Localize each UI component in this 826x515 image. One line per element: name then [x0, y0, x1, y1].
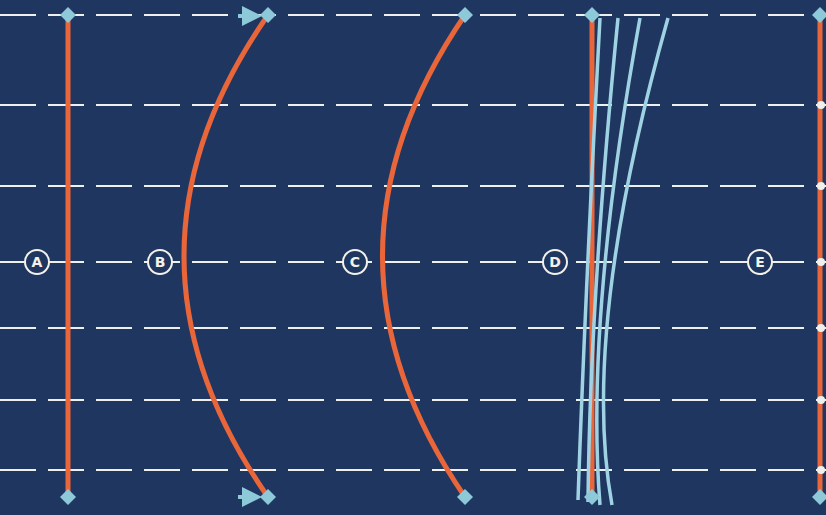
callout-letter: C — [350, 255, 360, 269]
grid-dot — [817, 396, 825, 404]
rod-end — [260, 7, 276, 23]
grid-line — [0, 327, 826, 329]
callout-circle: D — [542, 249, 568, 275]
grid-line — [0, 469, 826, 471]
bent-rod — [383, 15, 466, 497]
grid-line — [0, 14, 826, 16]
rod — [818, 15, 823, 497]
rod-end — [584, 489, 600, 505]
rod-end — [812, 7, 826, 23]
callout-letter: D — [549, 255, 561, 269]
grid-dot — [817, 324, 825, 332]
rod-end — [457, 7, 473, 23]
callout-circle: B — [147, 249, 173, 275]
callout-letter: E — [755, 255, 765, 269]
callout-circle: E — [747, 249, 773, 275]
grid-dot — [817, 182, 825, 190]
rod-end — [584, 7, 600, 23]
force-arrow — [238, 14, 258, 18]
callout-letter: A — [32, 255, 43, 269]
grid-line — [0, 261, 826, 263]
rod-end — [60, 489, 76, 505]
callout-circle: C — [342, 249, 368, 275]
bent-rod — [184, 15, 268, 497]
rod-end — [457, 489, 473, 505]
callout-letter: B — [155, 255, 166, 269]
grid-line — [0, 185, 826, 187]
grid-dots — [817, 11, 825, 474]
callout-circle: A — [24, 249, 50, 275]
rod-ends — [60, 7, 826, 505]
force-arrow — [238, 495, 258, 499]
grid-dot — [817, 258, 825, 266]
grid-dot — [817, 466, 825, 474]
rod-end — [260, 489, 276, 505]
rod-end — [812, 489, 826, 505]
grid-dot — [817, 101, 825, 109]
rod-end — [60, 7, 76, 23]
flex-curves — [578, 18, 668, 505]
rod — [66, 15, 71, 497]
